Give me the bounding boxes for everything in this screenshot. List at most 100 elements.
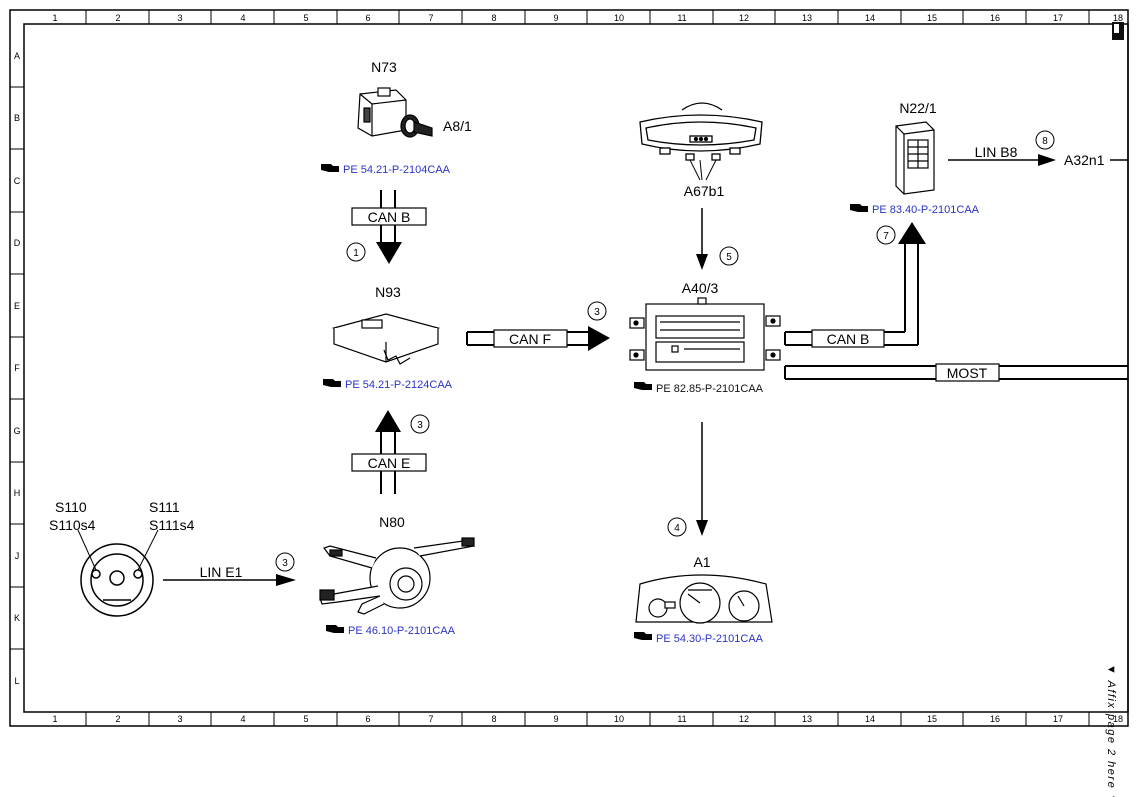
hand-pointer-icon <box>850 204 868 212</box>
col-label: 13 <box>802 714 812 724</box>
marker-1: 1 <box>353 248 359 259</box>
row-label: C <box>14 176 21 186</box>
row-label: D <box>14 238 21 248</box>
n73-label: N73 <box>371 59 397 75</box>
can-f-label: CAN F <box>509 331 551 347</box>
can-e-box <box>351 453 427 472</box>
col-label: 15 <box>927 714 937 724</box>
marker-7: 7 <box>883 231 889 242</box>
rearview-mirror-icon <box>639 102 763 161</box>
can-b-top-label: CAN B <box>368 209 411 225</box>
col-label: 7 <box>428 13 433 23</box>
col-label: 5 <box>303 714 308 724</box>
col-label: 4 <box>240 13 245 23</box>
s111s4-label: S111s4 <box>149 517 195 533</box>
control-unit-icon <box>331 313 441 365</box>
n80-reference-link[interactable]: PE 46.10-P-2101CAA <box>326 625 456 637</box>
col-label: 10 <box>614 13 624 23</box>
col-label: 18 <box>1113 13 1123 23</box>
head-unit-icon <box>629 297 781 371</box>
col-label: 10 <box>614 714 624 724</box>
column-ticks <box>10 10 1090 726</box>
a1-ref[interactable]: PE 54.30-P-2101CAA <box>656 633 764 645</box>
lin-e1-label: LIN E1 <box>200 564 243 580</box>
ignition-lock-icon <box>357 87 433 138</box>
a32n1-label: A32n1 <box>1064 152 1105 168</box>
row-label: K <box>14 613 20 623</box>
a67b1-label: A67b1 <box>684 183 725 199</box>
col-label: 11 <box>677 13 686 23</box>
marker-circle <box>275 552 295 572</box>
col-label: 16 <box>990 714 1000 724</box>
hand-pointer-icon <box>326 625 344 633</box>
n22-1-ref[interactable]: PE 83.40-P-2101CAA <box>872 204 980 216</box>
a40-3-reference-link[interactable]: PE 82.85-P-2101CAA <box>634 382 764 395</box>
marker-3-canf: 3 <box>594 307 600 318</box>
a8-1-label: A8/1 <box>443 118 472 134</box>
col-label: 5 <box>303 13 308 23</box>
marker-8: 8 <box>1042 136 1048 147</box>
row-label: E <box>14 301 20 311</box>
hand-pointer-icon <box>323 379 341 387</box>
row-label: B <box>14 113 20 123</box>
arrow-down-icon <box>696 254 708 270</box>
n73-reference-link[interactable]: PE 54.21-P-2104CAA <box>321 164 451 176</box>
n93-reference-link[interactable]: PE 54.21-P-2124CAA <box>323 379 453 391</box>
arrow-up-icon <box>898 222 926 244</box>
column-labels-top: 1 2 3 4 5 6 7 8 9 10 11 12 13 14 15 16 1… <box>52 13 1123 23</box>
col-label: 6 <box>365 714 370 724</box>
col-label: 4 <box>240 714 245 724</box>
col-label: 17 <box>1053 13 1063 23</box>
page-corner-icon <box>1112 22 1124 40</box>
n80-ref[interactable]: PE 46.10-P-2101CAA <box>348 625 456 637</box>
marker-circle <box>876 225 896 245</box>
marker-circle <box>346 242 366 262</box>
a1-reference-link[interactable]: PE 54.30-P-2101CAA <box>634 632 764 645</box>
row-label: J <box>15 551 20 561</box>
most-box <box>935 363 1000 382</box>
row-labels: A B C D E F G H J K L <box>13 51 20 686</box>
col-label: 14 <box>865 13 875 23</box>
marker-4: 4 <box>674 523 680 534</box>
column-labels-bottom: 1 2 3 4 5 6 7 8 9 10 11 12 13 14 15 16 1… <box>52 714 1123 724</box>
n80-label: N80 <box>379 514 405 530</box>
n93-ref[interactable]: PE 54.21-P-2124CAA <box>345 379 453 391</box>
mirror-leads <box>689 159 717 181</box>
can-b-right-label: CAN B <box>827 331 870 347</box>
marker-circle <box>667 517 687 537</box>
col-label: 14 <box>865 714 875 724</box>
row-label: G <box>13 426 20 436</box>
col-label: 18 <box>1113 714 1123 724</box>
a40-3-label: A40/3 <box>682 280 719 296</box>
can-b-right-box <box>811 329 885 348</box>
n93-label: N93 <box>375 284 401 300</box>
col-label: 15 <box>927 13 937 23</box>
col-label: 8 <box>491 13 496 23</box>
a40-3-ref[interactable]: PE 82.85-P-2101CAA <box>656 383 764 395</box>
row-label: H <box>14 488 21 498</box>
s110s4-label: S110s4 <box>49 517 96 533</box>
marker-circle <box>410 414 430 434</box>
arrow-right-icon <box>276 574 296 586</box>
col-label: 1 <box>52 13 57 23</box>
col-label: 3 <box>177 13 182 23</box>
arrow-right-icon <box>1038 154 1056 166</box>
col-label: 1 <box>52 714 57 724</box>
steering-column-module-icon <box>319 537 476 615</box>
affix-note: ▼ Affix page 2 here ▼ <box>1105 664 1117 797</box>
col-label: 13 <box>802 13 812 23</box>
n22-1-label: N22/1 <box>899 100 937 116</box>
col-label: 2 <box>115 714 120 724</box>
arrow-down-icon <box>696 520 708 536</box>
n73-ref[interactable]: PE 54.21-P-2104CAA <box>343 164 451 176</box>
most-label: MOST <box>947 365 988 381</box>
n22-1-reference-link[interactable]: PE 83.40-P-2101CAA <box>850 204 980 216</box>
inner-frame <box>23 23 1129 713</box>
marker-3-cane: 3 <box>417 420 423 431</box>
instrument-cluster-icon <box>635 574 773 624</box>
col-label: 9 <box>553 714 558 724</box>
climate-control-unit-icon <box>895 121 935 195</box>
arrow-down-icon <box>376 242 402 264</box>
can-b-top-box <box>351 207 427 226</box>
